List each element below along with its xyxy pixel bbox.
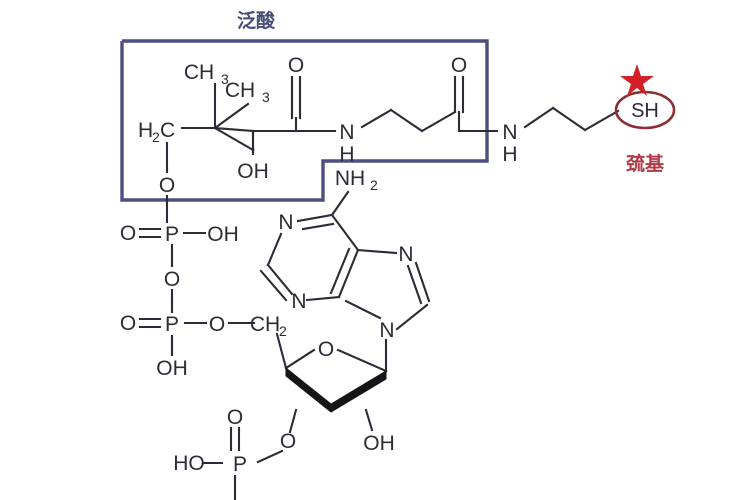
label-phosphate-p-1: P: [165, 223, 179, 246]
label-carbonyl-o-1: O: [288, 54, 304, 77]
label-thiol-group: SH: [631, 100, 659, 122]
label-purine-n7: N: [398, 243, 413, 266]
label-bridge-o: O: [164, 268, 180, 291]
label-amide-n-1: N: [339, 121, 354, 144]
label-h2c-h: H: [138, 119, 153, 142]
label-phosphate-oh-2: OH: [156, 357, 188, 380]
label-purine-n9: N: [379, 319, 394, 342]
bond-n2-to-ch2c: [523, 106, 555, 129]
bond-c5-to-c6: [330, 213, 360, 252]
bond-ch2-to-c4prime: [275, 332, 288, 370]
label-amide-n-2: N: [502, 121, 517, 144]
label-ribose-ch2-sub: 2: [279, 323, 287, 339]
bond-ch2d-to-sh: [583, 109, 620, 132]
bond-nh2-to-c6: [330, 190, 350, 217]
bond-c5-to-n7: [356, 248, 398, 255]
label-amide-h-2: H: [502, 143, 517, 166]
label-ribose-o-3prime: O: [280, 430, 296, 453]
bond-n7-c8-b: [406, 264, 423, 305]
ribose-front-edge-wedge: [285, 366, 387, 413]
bond-n1-to-c2: [266, 232, 283, 267]
bond-ch2a-to-ch2b: [389, 108, 424, 133]
label-phosphate-o-double-3: O: [227, 406, 243, 429]
bond-c6-n1-a: [296, 213, 334, 223]
bond-cq-choh: [213, 126, 255, 152]
bond-c3prime-to-o: [288, 408, 298, 434]
star-icon: [620, 64, 654, 96]
label-ribose-ch2: CH: [250, 313, 280, 336]
label-methyl-2-sub: 3: [262, 89, 270, 105]
bond-c4-c5-a: [337, 248, 360, 299]
label-phosphate-o-double-2: O: [120, 312, 136, 335]
bond-c2prime-to-oh: [364, 408, 374, 432]
bond-n7-c8-a: [414, 261, 431, 303]
bond-c4prime-to-ringO: [284, 348, 316, 370]
label-ribose-link-o: O: [209, 313, 225, 336]
annotation-pantothenic-acid: 泛酸: [237, 9, 276, 32]
label-ribose-ring-o: O: [318, 338, 334, 361]
label-ribose-hydroxyl: OH: [363, 432, 395, 455]
bond-cq-ch: [213, 126, 255, 133]
bond-cq-methyl2: [213, 102, 250, 130]
bond-c2-n3-b: [259, 269, 288, 302]
label-adenine-amine-sub: 2: [370, 177, 378, 193]
label-ester-o-top: O: [159, 174, 175, 197]
label-amide-h-1: H: [339, 143, 354, 166]
bond-ch2b-to-carbonyl2: [420, 110, 457, 133]
bond-c6-n1-b: [301, 222, 335, 231]
label-pantoate-hydroxyl: OH: [237, 160, 269, 183]
bond-c4-c5-b: [329, 247, 351, 295]
bond-n9-to-c4: [344, 299, 382, 320]
label-phosphate-oh-1: OH: [207, 223, 239, 246]
bond-ch2c-to-ch2d: [551, 106, 587, 132]
pantothenic-acid-highlight-box: [120, 39, 489, 202]
label-h2c-c: C: [160, 119, 175, 142]
label-phosphate-p-2: P: [165, 313, 179, 336]
label-purine-n3: N: [291, 290, 306, 313]
label-methyl-1-sub: 3: [221, 71, 229, 87]
bond-n3-to-c4: [305, 295, 341, 302]
bond-o3prime-to-p3: [256, 449, 284, 464]
label-phosphate-p-3: P: [233, 453, 247, 476]
label-adenine-amine: NH: [335, 167, 365, 190]
label-h2c-sub: 2: [152, 129, 160, 145]
label-purine-n1: N: [278, 211, 293, 234]
label-methyl-2: CH: [225, 79, 255, 102]
bond-c8-to-n9: [395, 303, 429, 331]
bond-c2-n3-a: [266, 263, 294, 296]
label-phosphate-o-double-1: O: [120, 222, 136, 245]
label-methyl-1: CH: [184, 61, 214, 84]
annotation-thiol: 巯基: [625, 152, 665, 175]
bond-n1-to-ch2a: [360, 108, 393, 129]
bond-ringO-to-c1prime: [336, 348, 388, 373]
label-carbonyl-o-2: O: [451, 54, 467, 77]
label-phosphate-ho-3: HO: [173, 452, 205, 475]
